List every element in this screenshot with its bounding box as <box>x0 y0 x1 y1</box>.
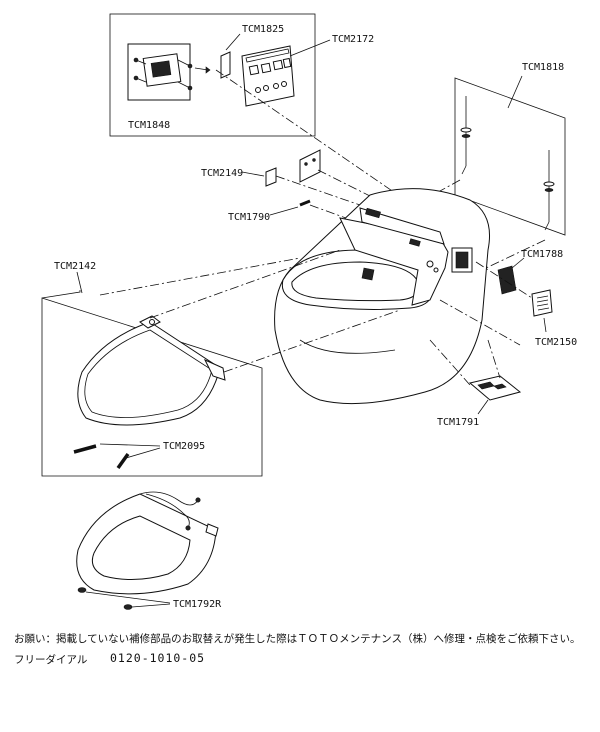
filter-tcm1788: TCM1788 <box>497 249 563 295</box>
wall-bracket-tcm1848 <box>127 43 211 101</box>
label-tcm1848: TCM1848 <box>128 120 170 131</box>
seat-tcm1792r: TCM1792R <box>76 491 222 610</box>
label-tcm2095: TCM2095 <box>163 441 205 452</box>
label-tcm1790: TCM1790 <box>228 212 270 223</box>
exploded-parts-diagram: TCM1825 TCM2172 TCM1848 TCM1818 TCM2149 … <box>41 13 577 610</box>
free-dial-number: 0120-1010-05 <box>110 651 206 665</box>
remote-control-tcm2172 <box>241 39 331 107</box>
label-tcm1818: TCM1818 <box>522 62 564 73</box>
bracket-tcm2149: TCM2149 <box>201 167 277 187</box>
label-tcm1791: TCM1791 <box>437 417 479 428</box>
mounting-kit-tcm1818: TCM1818 <box>454 62 566 236</box>
lid-group-tcm2142: TCM2142 TCM2095 <box>41 261 263 477</box>
label-tcm1788: TCM1788 <box>521 249 563 260</box>
remote-control-group: TCM1825 TCM2172 TCM1848 <box>109 13 374 137</box>
label-tcm1792r: TCM1792R <box>173 599 222 610</box>
bracket-plate <box>299 149 321 183</box>
free-dial-row: フリーダイアル 0120-1010-05 <box>14 651 204 667</box>
battery-cover-tcm1825 <box>220 33 241 79</box>
free-dial-label: フリーダイアル <box>14 654 88 666</box>
pins-tcm2095: TCM2095 <box>73 441 205 470</box>
label-tcm1825: TCM1825 <box>242 24 284 35</box>
toilet-body <box>274 188 490 405</box>
side-cover-tcm2150: TCM2150 <box>531 289 577 348</box>
label-tcm2172: TCM2172 <box>332 34 374 45</box>
label-tcm2149: TCM2149 <box>201 168 243 179</box>
label-tcm2150: TCM2150 <box>535 337 577 348</box>
label-tcm2142: TCM2142 <box>54 261 96 272</box>
screw-tcm1790: TCM1790 <box>228 199 311 223</box>
notice-text: お願い：掲載していない補修部品のお取替えが発生した際はＴＯＴＯメンテナンス（株）… <box>14 633 581 645</box>
hinge-tcm1791: TCM1791 <box>437 375 522 428</box>
